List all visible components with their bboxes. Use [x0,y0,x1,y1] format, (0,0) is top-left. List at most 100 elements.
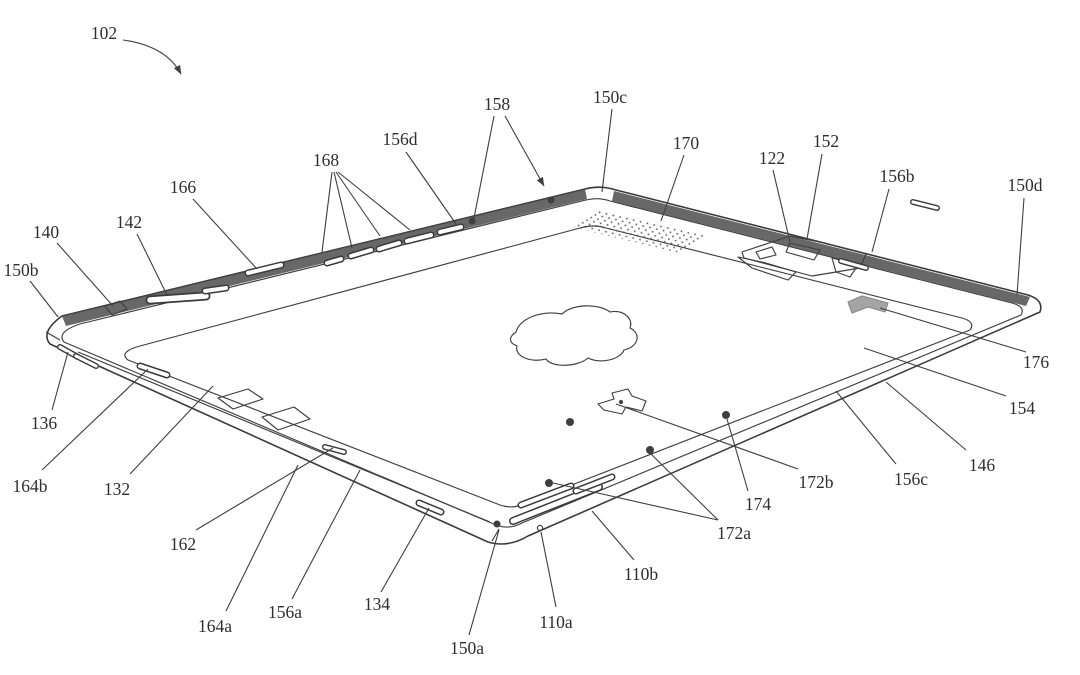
slot-142b-inner [203,286,228,293]
leader-line-166-0 [192,198,258,270]
ref-label-156d: 156d [383,129,418,149]
ref-label-146: 146 [969,455,996,475]
slots-group [57,199,940,525]
leader-line-168-1 [333,171,353,249]
corner-tick-bottom [491,528,500,542]
ref-label-176: 176 [1023,352,1050,372]
ref-label-172a: 172a [717,523,751,543]
ref-label-110b: 110b [624,564,659,584]
slot-156b-inner [839,259,868,270]
ref-label-152: 152 [813,131,839,151]
leader-line-172a-1 [552,482,719,521]
leader-curve-102 [122,39,182,75]
leader-line-150a-0 [468,529,500,636]
screw-boss-172a-2 [545,479,553,487]
leader-line-158-1 [473,115,495,219]
leader-line-134-0 [380,507,430,593]
component-172b-screw [619,400,623,404]
partition-frame-2 [261,406,311,431]
ref-label-142: 142 [116,212,142,232]
ref-label-174: 174 [745,494,772,514]
ref-label-134: 134 [364,594,391,614]
leader-line-136-0 [51,351,69,411]
ref-label-154: 154 [1009,398,1036,418]
ref-label-156c: 156c [894,469,928,489]
rim-band-top-left [62,189,587,326]
tab-168-1-inner [325,257,343,265]
speaker-slot-2-inner [519,484,573,507]
leader-line-172a-0 [649,452,719,521]
leader-line-132-0 [129,385,214,475]
leader-line-174-0 [726,418,749,492]
tab-168-2-inner [349,248,373,258]
leader-line-140-0 [56,242,114,307]
ref-label-172b: 172b [799,472,834,492]
leader-line-150c-0 [601,108,613,193]
leader-line-122-0 [772,169,791,243]
partition-frame-1 [217,388,264,410]
screw-boss-corner [493,520,501,528]
leader-line-162-0 [195,447,334,531]
tab-162-inner [323,445,346,454]
housing-features-group [104,210,889,431]
leader-line-152-0 [806,153,823,240]
ref-label-156a: 156a [268,602,302,622]
leader-line-154-0 [863,347,1007,397]
ref-label-140: 140 [33,222,60,242]
screw-boss-172a-1 [646,446,654,454]
ref-label-102: 102 [91,23,117,43]
slot-164b-inner [138,364,169,377]
housing-outline-group [45,186,1042,545]
camera-wedge [737,256,797,281]
screws-group [468,196,730,532]
camera-detail [755,246,777,260]
leader-line-156d-0 [405,151,457,225]
component-172b [597,388,647,415]
tab-168-3-inner [377,241,401,251]
ref-label-132: 132 [104,479,130,499]
ref-label-162: 162 [170,534,196,554]
screw-boss-174 [722,411,730,419]
slot-134-inner [417,501,443,514]
corner-tick-left [45,331,61,341]
leader-line-156b-0 [871,188,890,253]
leader-line-170-0 [660,154,685,222]
camera-window [785,242,821,261]
leader-line-110a-0 [540,531,557,608]
ref-label-150b: 150b [4,260,39,280]
housing-floor [124,225,973,508]
slot-166-inner [246,263,283,275]
leader-line-110b-0 [591,510,635,561]
ref-label-164a: 164a [198,616,232,636]
leader-line-142-0 [136,233,168,296]
speaker-slot-1-inner [510,484,602,524]
ref-label-136: 136 [31,413,58,433]
tab-168-4-inner [405,233,433,243]
leader-line-176-0 [879,307,1027,353]
leader-line-172b-0 [615,403,799,470]
bracket-176 [847,295,889,314]
housing-inner-lip [61,198,1023,528]
rim-band-top-right [612,191,1030,306]
leader-line-150b-0 [29,280,59,318]
ref-label-110a: 110a [539,612,573,632]
ref-label-122: 122 [759,148,785,168]
ref-label-150c: 150c [593,87,627,107]
vent-136-2-inner [74,354,98,368]
leader-line-156a-0 [291,469,361,600]
speaker-slot-3-inner [574,475,614,493]
leader-line-168-0 [321,171,333,253]
wall-line-bottom-left [77,351,491,523]
logo-cutout [509,305,638,366]
ref-label-168: 168 [313,150,340,170]
ref-label-158: 158 [484,94,511,114]
leader-line-168-2 [335,171,381,237]
ref-label-170: 170 [673,133,700,153]
hole-110a [536,524,544,532]
screw-boss-center [566,418,574,426]
leader-line-158-0 [504,115,545,187]
slot-top-right-inner [911,200,939,210]
ref-label-166: 166 [170,177,197,197]
